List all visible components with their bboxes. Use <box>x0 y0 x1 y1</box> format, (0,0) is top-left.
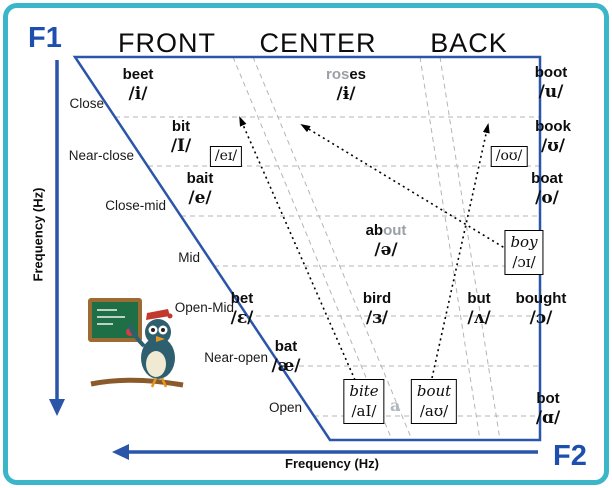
vowel-cell-bet: bet /ɛ/ <box>231 290 254 328</box>
vowel-symbol: /ə/ <box>374 240 398 260</box>
vowel-cell-bot: bot /ɑ/ <box>536 390 560 428</box>
bottom-axis-label: Frequency (Hz) <box>285 456 379 471</box>
vowel-symbol: /æ/ <box>271 356 301 376</box>
vowel-word: about <box>365 222 407 239</box>
diphthong-box-boy: boy /ɔɪ/ <box>504 230 544 275</box>
diphthong-box-bout: bout /aʊ/ <box>410 379 458 424</box>
f1-axis-arrowhead-icon <box>49 399 65 416</box>
vowel-cell-book: book /ʊ/ <box>535 118 571 156</box>
vowel-word: bat <box>274 338 298 355</box>
vowel-word: book <box>535 118 571 135</box>
diphthong-word: bout <box>416 382 452 400</box>
column-header-center: CENTER <box>259 28 377 58</box>
diphthong-symbol: /aI/ <box>351 402 377 420</box>
vowel-word: bet <box>230 290 254 307</box>
diphthong-box-bite: bite /aI/ <box>343 379 385 424</box>
ipa-box-ei: /eɪ/ <box>209 146 243 167</box>
vowel-cell-bit: bit /I/ <box>171 118 191 156</box>
bout-to-book-arrow <box>431 123 490 379</box>
vowel-symbol: /ʊ/ <box>541 136 565 156</box>
vowel-word: boat <box>531 170 563 187</box>
ipa-box-ou: /oʊ/ <box>490 146 528 167</box>
vowel-cell-bait: bait /e/ <box>187 170 214 208</box>
vowel-symbol: /e/ <box>188 188 212 208</box>
vowel-symbol: /I/ <box>170 136 192 156</box>
vowel-cell-beet: beet /i/ <box>123 66 154 104</box>
diphthong-word: boy <box>510 233 538 251</box>
height-label-close: Close <box>69 96 104 111</box>
vowel-word: bought <box>515 290 567 307</box>
height-label-open: Open <box>268 400 302 415</box>
vowel-cell-but: but /ʌ/ <box>467 290 490 328</box>
vowel-word: bird <box>362 290 392 307</box>
vowel-symbol: /i/ <box>128 84 148 104</box>
diphthong-word: bite <box>349 382 379 400</box>
f2-label: F2 <box>553 440 587 472</box>
column-divider-lines <box>232 56 501 441</box>
vowel-symbol: /ɛ/ <box>230 308 254 328</box>
vowel-cell-roses: roses /ɨ/ <box>326 66 366 104</box>
boy-to-center-arrow <box>300 123 509 251</box>
f1-label: F1 <box>28 22 62 54</box>
vowel-word: beet <box>122 66 154 83</box>
vowel-word: bait <box>186 170 214 187</box>
vowel-word: bit <box>171 118 191 135</box>
vowel-cell-bird: bird /ɜ/ <box>363 290 391 328</box>
vowel-word: roses <box>325 66 367 83</box>
vowel-symbol: /ɔ/ <box>529 308 553 328</box>
height-label-open-mid: Open-Mid <box>174 300 234 315</box>
diphthong-symbol: /ɔɪ/ <box>512 253 536 271</box>
vowel-word: bot <box>536 390 560 407</box>
vowel-word: but <box>467 290 491 307</box>
height-label-close-mid: Close-mid <box>105 198 166 213</box>
vowel-word: boot <box>534 64 568 81</box>
vowel-symbol: /u/ <box>538 82 564 102</box>
vowel-cell-boot: boot /u/ <box>535 64 567 102</box>
vowel-cell-bat: bat /æ/ <box>272 338 301 376</box>
bite-to-bit-arrow <box>239 116 356 381</box>
vowel-trapezoid-outline <box>72 55 542 442</box>
column-header-back: BACK <box>430 28 508 58</box>
vowel-cell-boat: boat /o/ <box>531 170 563 208</box>
column-header-front: FRONT <box>118 28 216 58</box>
diphthong-arrows <box>239 116 509 381</box>
height-label-mid: Mid <box>178 250 200 265</box>
vowel-symbol: /o/ <box>535 188 559 208</box>
height-label-near-open: Near-open <box>204 350 268 365</box>
vowel-cell-about: about /ə/ <box>366 222 407 260</box>
teacher-bird-illustration <box>88 298 184 388</box>
stray-gray-a-text: a <box>390 396 401 415</box>
f2-axis-arrowhead-icon <box>112 444 129 460</box>
frequency-axes <box>49 60 538 460</box>
height-label-near-close: Near-close <box>68 148 134 163</box>
diphthong-symbol: /aʊ/ <box>419 402 449 420</box>
vowel-symbol: /ʌ/ <box>467 308 491 328</box>
vowel-symbol: /ɑ/ <box>535 408 561 428</box>
vowel-cell-bought: bought /ɔ/ <box>516 290 567 328</box>
vowel-symbol: /ɜ/ <box>366 308 388 328</box>
vowel-symbol: /ɨ/ <box>336 84 356 104</box>
